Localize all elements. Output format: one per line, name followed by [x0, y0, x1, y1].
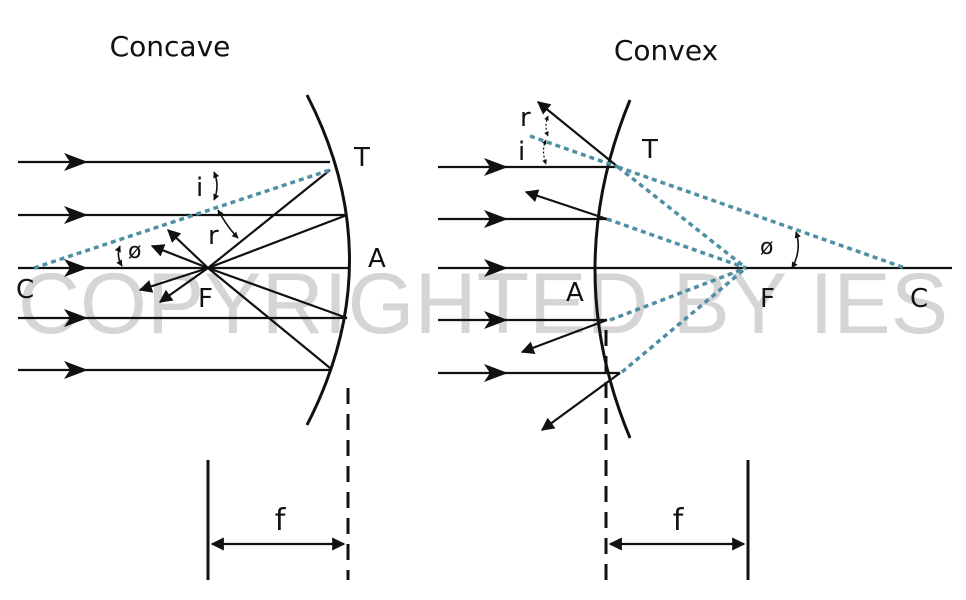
concave-label-i: i: [196, 173, 203, 203]
concave-normal-line: [33, 168, 331, 270]
concave-label-r: r: [208, 221, 219, 251]
convex-mirror: [593, 99, 632, 439]
convex-angle-r-arc: [544, 115, 549, 137]
concave-title: Concave: [110, 30, 231, 63]
convex-title: Convex: [614, 34, 718, 67]
watermark: COPYRIGHTED BY IES: [18, 256, 948, 352]
concave-label-phi: ø: [128, 239, 141, 264]
concave-label-F: F: [198, 284, 213, 314]
concave-diagram: Concave T A C F i r ø f: [16, 30, 386, 580]
convex-label-C: C: [910, 284, 928, 314]
convex-label-phi: ø: [760, 235, 773, 260]
concave-label-f: f: [275, 503, 287, 538]
concave-angle-phi-arc: [114, 245, 123, 267]
convex-ray-arrowheads: [484, 158, 508, 382]
convex-label-F: F: [760, 284, 775, 314]
concave-mirror: [305, 94, 351, 426]
concave-ray-arrowheads: [64, 153, 88, 379]
convex-diagram: Convex T A C F r i ø f: [438, 34, 952, 580]
concave-diverging-rays: [138, 229, 209, 303]
concave-reflected-rays: [207, 169, 348, 369]
convex-angle-i-arc: [541, 139, 547, 165]
concave-label-C: C: [16, 275, 34, 305]
convex-label-T: T: [641, 135, 658, 165]
convex-virtual-rays: [529, 134, 906, 374]
convex-label-f: f: [673, 503, 685, 538]
concave-angle-r-arc: [217, 209, 239, 239]
concave-label-A: A: [368, 244, 386, 274]
concave-angle-i-arc: [213, 171, 220, 201]
convex-angle-phi-arc: [791, 231, 801, 269]
convex-incident-rays: [438, 165, 620, 375]
concave-label-T: T: [353, 143, 370, 173]
convex-label-i: i: [518, 137, 525, 167]
convex-label-A: A: [566, 278, 584, 308]
convex-label-r: r: [520, 103, 531, 133]
